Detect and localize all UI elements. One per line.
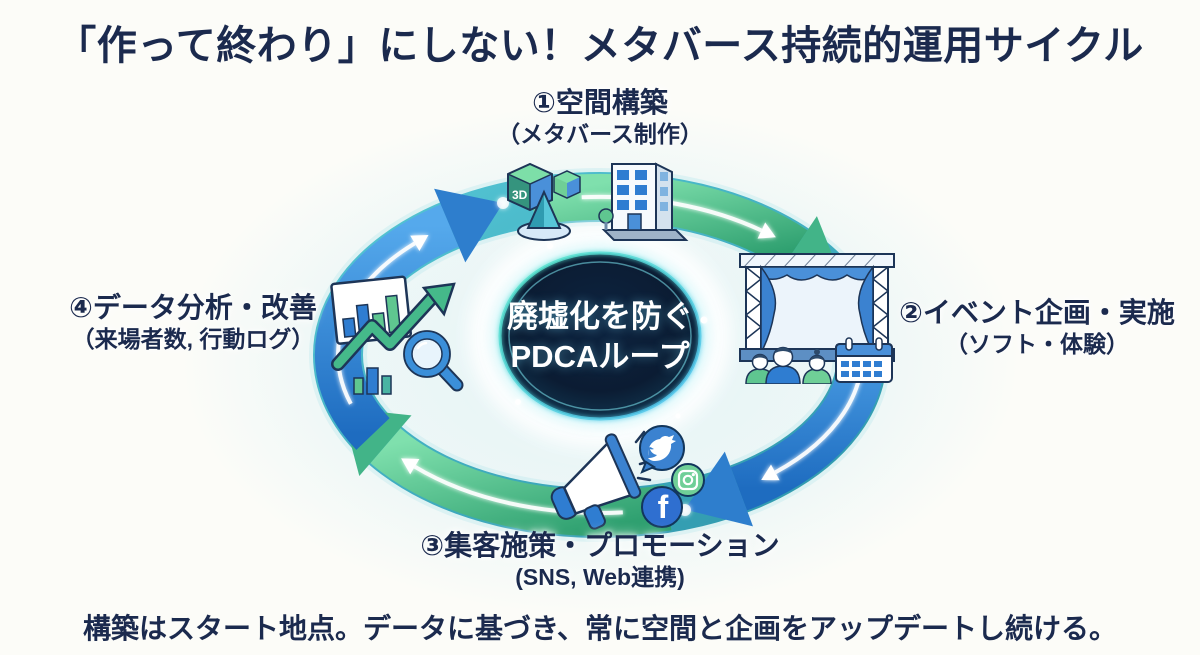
step-1-subtitle: （メタバース制作） xyxy=(497,121,703,148)
pdca-center-circle xyxy=(496,250,704,422)
step-label-4-analytics: ④データ分析・改善 （来場者数, 行動ログ） xyxy=(62,291,324,353)
metaverse-build-icon: 3D xyxy=(507,162,689,241)
center-line1: 廃墟化を防ぐ xyxy=(507,299,693,334)
cube-3d-icon: 3D xyxy=(507,162,553,212)
white-flow-arrowheads xyxy=(401,222,780,481)
step-3-subtitle: (SNS, Web連携) xyxy=(515,564,685,591)
step-1-title: ①空間構築 xyxy=(532,87,668,118)
cube-small-icon xyxy=(553,170,581,199)
center-line2: PDCAループ xyxy=(510,338,690,374)
step-4-title: ④データ分析・改善 xyxy=(69,292,317,323)
footer-message: 構築はスタート地点。データに基づき、常に空間と企画をアップデートし続ける。 xyxy=(82,613,1118,644)
promotion-sns-icon: f xyxy=(550,425,705,530)
event-stage-icon xyxy=(739,253,895,384)
chart-panel-icon xyxy=(330,275,413,345)
step-2-subtitle: （ソフト・体験） xyxy=(945,331,1129,358)
step-2-title: ②イベント企画・実施 xyxy=(899,297,1175,328)
step-label-3-promotion: ③集客施策・プロモーション (SNS, Web連携) xyxy=(0,529,1200,591)
svg-text:f: f xyxy=(658,489,669,525)
megaphone-icon xyxy=(550,433,642,530)
twitter-icon xyxy=(639,425,685,474)
mini-bars-icon xyxy=(353,367,392,395)
svg-text:3D: 3D xyxy=(512,188,528,202)
step-label-2-event: ②イベント企画・実施 （ソフト・体験） xyxy=(878,296,1196,358)
page-title: 「作って終わり」にしない！メタバース持続的運用サイクル xyxy=(56,24,1144,68)
center-label: 廃墟化を防ぐ PDCAループ xyxy=(455,297,745,376)
cone-stage-icon xyxy=(517,189,571,241)
building-icon xyxy=(598,162,689,241)
step-3-title: ③集客施策・プロモーション xyxy=(420,530,780,561)
instagram-icon xyxy=(671,463,705,497)
step-label-1-space-build: ①空間構築 （メタバース制作） xyxy=(0,86,1200,148)
facebook-icon: f xyxy=(641,486,683,528)
trend-arrow-icon xyxy=(331,282,456,371)
step-4-subtitle: （来場者数, 行動ログ） xyxy=(71,326,315,353)
magnifier-icon xyxy=(403,330,464,392)
calendar-icon xyxy=(835,337,893,383)
audience-people-icon xyxy=(745,346,832,384)
data-analytics-icon xyxy=(330,275,464,395)
